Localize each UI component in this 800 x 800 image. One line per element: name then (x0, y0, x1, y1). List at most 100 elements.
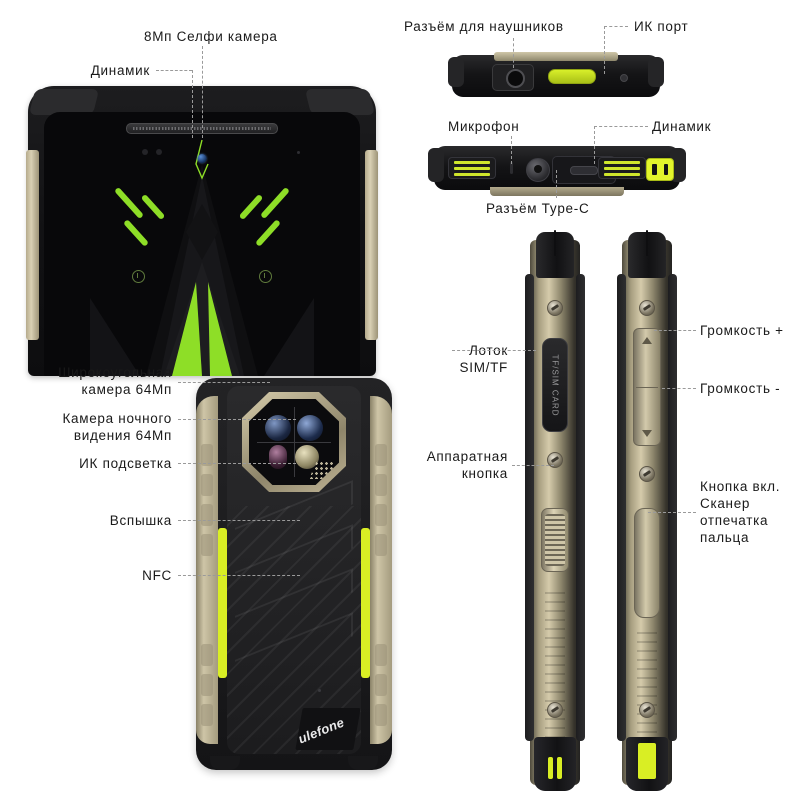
type-c-port[interactable] (570, 166, 598, 175)
label-headphone-jack: Разъём для наушников (404, 19, 564, 34)
label-ir-light: ИК подсветка (79, 456, 172, 471)
power-glyph-left (132, 270, 145, 283)
side-left-screw-bottom (547, 702, 563, 718)
label-speaker-bottom: Динамик (652, 119, 712, 134)
camera-inner-plate (249, 399, 339, 485)
side-right-edge-l (617, 274, 626, 741)
label-flash: Вспышка (109, 513, 172, 528)
leader-ir-port-h (604, 26, 628, 27)
bottom-edge-bumper-right (670, 148, 686, 182)
side-left-grooves (545, 592, 565, 772)
flash-lens (295, 445, 319, 469)
volume-up-icon (642, 337, 652, 344)
label-night-camera: Камера ночного видения 64Мп (62, 411, 172, 443)
rear-yellow-strip-left (218, 528, 227, 678)
leader-night-camera (178, 419, 296, 420)
top-edge-bumper-left (448, 57, 464, 87)
sim-tray[interactable]: TF/SIM CARD (542, 338, 568, 432)
leader-ir-port-v (604, 26, 605, 74)
leader-speaker-front-v (192, 70, 193, 138)
notification-led (297, 151, 300, 154)
phone-top-edge-view (448, 52, 664, 97)
volume-down-icon (642, 430, 652, 437)
phone-bottom-edge-view (428, 146, 686, 196)
bottom-vent-right (598, 157, 646, 179)
night-vision-lens (297, 415, 323, 441)
front-display (44, 112, 360, 376)
side-left-screw-top (547, 300, 563, 316)
rear-foot-right (348, 756, 378, 770)
sim-tray-text: TF/SIM CARD (550, 353, 560, 417)
side-left-top-cap (536, 230, 574, 278)
rear-camera-module (242, 392, 346, 492)
side-right-bottom-accent (638, 743, 656, 779)
leader-nfc (178, 575, 300, 576)
leader-speaker-front-h (156, 70, 192, 71)
leader-volume-up (654, 330, 696, 331)
top-edge-metal-plate (494, 52, 618, 61)
label-nfc: NFC (142, 568, 172, 583)
light-sensor (156, 149, 162, 155)
side-left-bottom-accent-2 (557, 757, 562, 779)
bottom-yellow-accent (646, 158, 674, 181)
label-ir-port: ИК порт (634, 19, 689, 34)
rear-foot-left (210, 756, 240, 770)
label-hardware-button: Аппаратная кнопка (426, 449, 508, 481)
label-speaker-front: Динамик (90, 63, 150, 78)
phone-rear-view: ulefone (196, 378, 392, 770)
side-right-top-cap (628, 230, 666, 278)
proximity-sensor (142, 149, 148, 155)
side-left-screw-mid (547, 452, 563, 468)
top-yellow-button[interactable] (548, 69, 596, 84)
side-left-edge-r (576, 274, 585, 741)
label-wide-camera: Широкоугольная камера 64Мп (58, 365, 172, 397)
microphone (510, 162, 513, 174)
leader-power-fingerprint (648, 512, 696, 513)
label-volume-down: Громкость - (700, 381, 781, 396)
rear-rail-left (196, 396, 218, 744)
volume-rocker[interactable] (633, 328, 661, 446)
bottom-round-port (526, 158, 550, 182)
side-right-screw-top (639, 300, 655, 316)
headphone-jack-port (506, 69, 525, 88)
wallpaper (44, 112, 360, 376)
rear-yellow-strip-right (361, 528, 370, 678)
label-microphone: Микрофон (448, 119, 520, 134)
front-rail-left (26, 150, 39, 340)
leader-speaker-bottom-v (594, 126, 595, 164)
leader-wide-camera (178, 382, 270, 383)
rear-microphone (318, 689, 321, 692)
volume-rocker-split (636, 387, 658, 388)
phone-side-left-view: TF/SIM CARD (524, 230, 586, 791)
ir-light-lens (269, 445, 287, 469)
label-power-fingerprint: Кнопка вкл. Сканер отпечатка пальца (700, 479, 781, 545)
side-left-bottom-accent-1 (548, 757, 553, 779)
power-fingerprint-button[interactable] (634, 508, 660, 618)
label-volume-up: Громкость + (700, 323, 784, 338)
bottom-edge-metal-foot (490, 187, 624, 196)
ir-port (620, 74, 628, 82)
label-selfie-camera: 8Мп Селфи камера (144, 29, 278, 44)
front-rail-right (365, 150, 378, 340)
leader-selfie-camera (202, 46, 203, 138)
leader-speaker-bottom-h (594, 126, 648, 127)
side-right-screw-bottom (639, 702, 655, 718)
hardware-button[interactable] (541, 508, 569, 572)
bottom-vent-left (448, 157, 496, 179)
bottom-edge-bumper-left (428, 148, 444, 182)
leader-microphone (511, 136, 512, 164)
side-right-top-cap-inner (646, 230, 648, 256)
label-type-c: Разъём Type-C (486, 201, 590, 216)
leader-sim-tray (452, 350, 536, 351)
side-right-screw-mid (639, 466, 655, 482)
label-sim-tray: Лоток SIM/TF (459, 343, 508, 375)
power-glyph-right (259, 270, 272, 283)
side-left-top-cap-inner (554, 230, 556, 256)
leader-ir-light (178, 463, 296, 464)
leader-hardware-button (512, 465, 554, 466)
rear-rail-right (370, 396, 392, 744)
side-left-bottom-cap (534, 737, 576, 791)
side-right-edge-r (668, 274, 677, 741)
top-edge-bumper-right (648, 57, 664, 87)
